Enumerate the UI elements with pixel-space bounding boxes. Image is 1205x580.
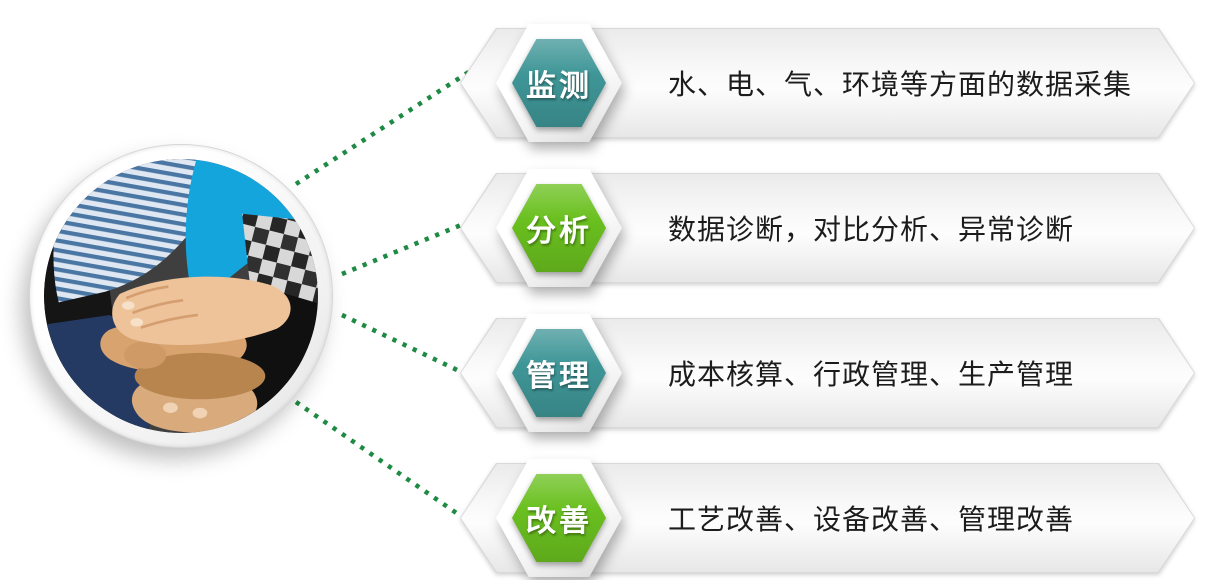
hex-badge-monitoring: 监测 xyxy=(496,24,622,142)
feature-description: 数据诊断，对比分析、异常诊断 xyxy=(668,214,1075,245)
hex-badge-fill: 管理 xyxy=(512,329,606,417)
badge-label: 分析 xyxy=(526,215,592,248)
stacked-hands xyxy=(100,276,291,433)
hex-badge-fill: 改善 xyxy=(512,474,606,562)
feature-row-monitoring: 水、电、气、环境等方面的数据采集 监测 xyxy=(460,24,1195,142)
hex-badge-fill: 监测 xyxy=(512,39,606,127)
feature-description: 成本核算、行政管理、生产管理 xyxy=(668,359,1075,390)
hex-badge-analysis: 分析 xyxy=(496,169,622,287)
hex-badge-improvement: 改善 xyxy=(496,459,622,577)
badge-label: 改善 xyxy=(526,505,592,538)
feature-description: 水、电、气、环境等方面的数据采集 xyxy=(668,69,1133,100)
badge-label: 监测 xyxy=(526,70,592,103)
feature-row-improvement: 工艺改善、设备改善、管理改善 改善 xyxy=(460,459,1195,577)
hex-badge-fill: 分析 xyxy=(512,184,606,272)
feature-description: 工艺改善、设备改善、管理改善 xyxy=(668,504,1075,535)
team-photo xyxy=(44,159,318,433)
feature-row-analysis: 数据诊断，对比分析、异常诊断 分析 xyxy=(460,169,1195,287)
hex-badge-management: 管理 xyxy=(496,314,622,432)
teamwork-hands-illustration xyxy=(44,159,318,433)
connector-line-monitoring xyxy=(294,64,480,186)
badge-label: 管理 xyxy=(526,360,592,393)
feature-row-management: 成本核算、行政管理、生产管理 管理 xyxy=(460,314,1195,432)
connector-line-improvement xyxy=(294,400,480,530)
connector-line-management xyxy=(341,312,479,383)
connector-line-analysis xyxy=(341,215,479,277)
striped-shirt xyxy=(53,159,222,303)
team-photo-frame xyxy=(30,145,332,447)
